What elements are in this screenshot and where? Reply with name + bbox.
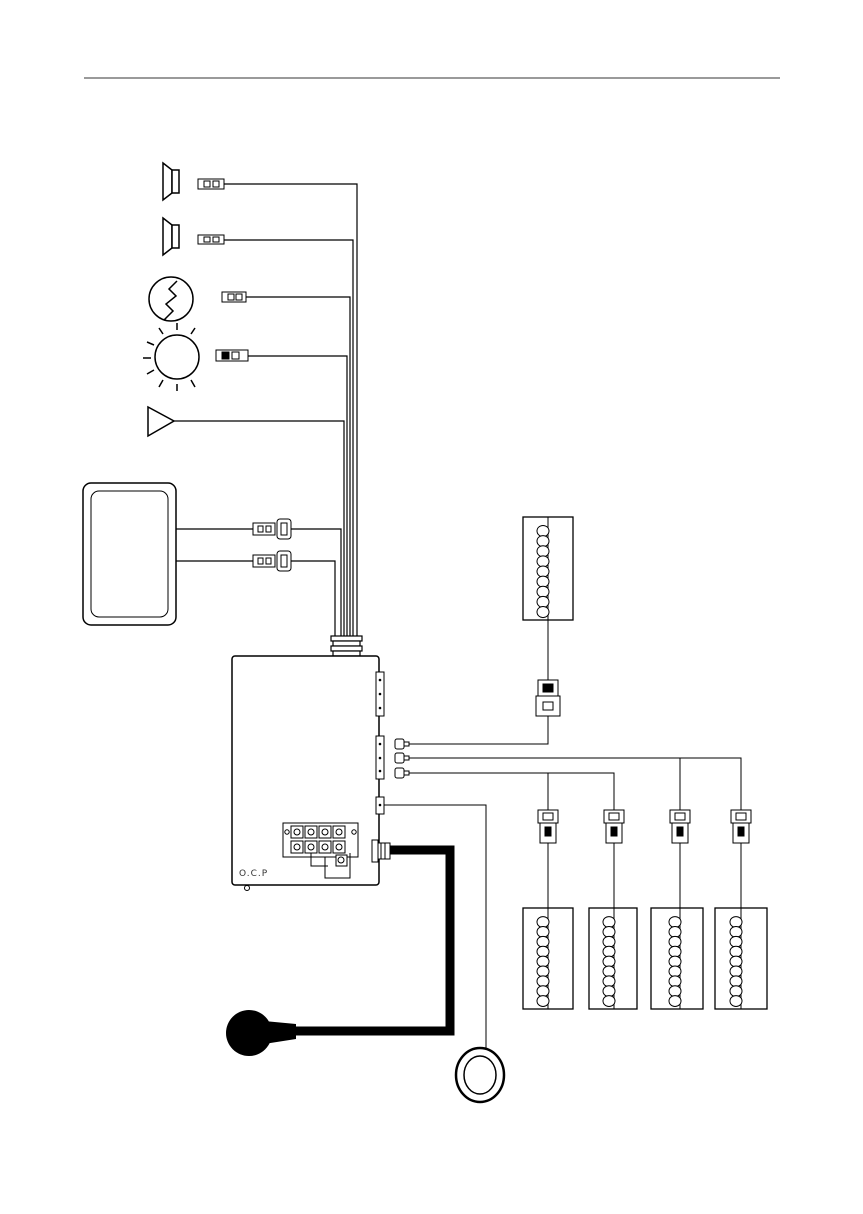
coil-1-icon bbox=[523, 908, 573, 1009]
coil-2-icon bbox=[589, 908, 637, 1009]
heater-coils bbox=[523, 517, 767, 1009]
panel-connector-1 bbox=[253, 519, 291, 539]
display-panel bbox=[83, 483, 176, 625]
thermal-sensor-icon bbox=[149, 277, 193, 321]
speaker-1-icon bbox=[163, 163, 179, 200]
lamp-connector bbox=[216, 350, 248, 361]
antenna-icon bbox=[148, 407, 174, 436]
coil-4-icon bbox=[715, 908, 767, 1009]
coil-connectors bbox=[538, 810, 751, 843]
speaker-1-connector bbox=[198, 179, 224, 189]
panel-connector-2 bbox=[253, 551, 291, 571]
thermal-sensor-connector bbox=[222, 292, 246, 302]
speaker-2-connector bbox=[198, 235, 224, 244]
black-probe-icon bbox=[226, 1010, 296, 1056]
speaker-2-icon bbox=[163, 218, 179, 255]
control-unit-label: O.C.P bbox=[239, 869, 268, 879]
cable-grommet bbox=[331, 636, 362, 656]
coil-3-icon bbox=[651, 908, 703, 1009]
ring-icon bbox=[456, 1048, 504, 1102]
coil-top-connector bbox=[536, 680, 560, 716]
cable-gland bbox=[372, 840, 390, 862]
harness-wires bbox=[174, 184, 357, 636]
lamp-icon bbox=[143, 323, 199, 391]
output-plugs bbox=[395, 739, 409, 778]
coil-top-icon bbox=[523, 517, 573, 620]
